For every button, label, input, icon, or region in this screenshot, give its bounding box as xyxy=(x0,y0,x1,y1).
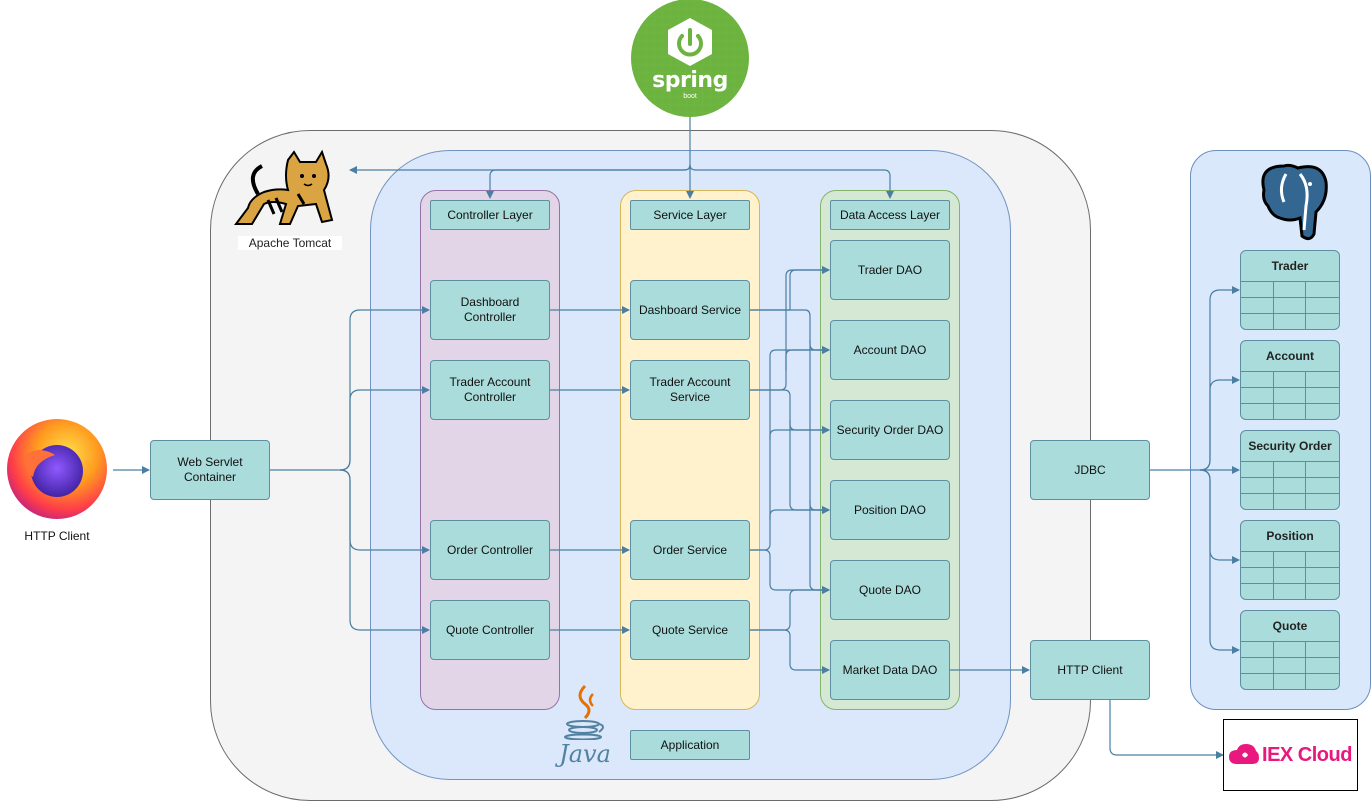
jdbc-node: JDBC xyxy=(1030,440,1150,500)
http-client-node: HTTP Client xyxy=(1030,640,1150,700)
position-dao: Position DAO xyxy=(830,480,950,540)
tomcat-cat-icon xyxy=(234,149,334,225)
order-service: Order Service xyxy=(630,520,750,580)
application-label: Application xyxy=(630,730,750,760)
tomcat-caption: Apache Tomcat xyxy=(238,236,342,250)
table-title: Trader xyxy=(1241,251,1339,282)
controller-layer-header: Controller Layer xyxy=(430,200,550,230)
java-caption: Java xyxy=(559,740,611,768)
firefox-icon xyxy=(7,419,107,519)
trader-account-service: Trader Account Service xyxy=(630,360,750,420)
table-quote: Quote xyxy=(1240,610,1340,690)
table-account: Account xyxy=(1240,340,1340,420)
table-title: Account xyxy=(1241,341,1339,372)
spring-sub: boot xyxy=(683,93,697,100)
postgresql-elephant-icon xyxy=(1261,163,1328,241)
web-servlet-container: Web Servlet Container xyxy=(150,440,270,500)
spring-boot-logo: spring boot xyxy=(630,0,750,118)
table-title: Position xyxy=(1241,521,1339,552)
browser-client: HTTP Client xyxy=(5,415,109,545)
table-trader: Trader xyxy=(1240,250,1340,330)
market-data-dao: Market Data DAO xyxy=(830,640,950,700)
dao-layer-header: Data Access Layer xyxy=(830,200,950,230)
order-controller: Order Controller xyxy=(430,520,550,580)
java-logo: Java xyxy=(555,682,615,772)
tomcat-logo: Apache Tomcat xyxy=(228,149,348,250)
iex-cloud-icon xyxy=(1229,744,1260,764)
quote-dao: Quote DAO xyxy=(830,560,950,620)
trader-dao: Trader DAO xyxy=(830,240,950,300)
iex-cloud-logo: IEX Cloud xyxy=(1223,719,1358,791)
security-order-dao: Security Order DAO xyxy=(830,400,950,460)
trader-account-controller: Trader Account Controller xyxy=(430,360,550,420)
account-dao: Account DAO xyxy=(830,320,950,380)
quote-controller: Quote Controller xyxy=(430,600,550,660)
spring-wordmark: spring xyxy=(652,68,728,93)
table-security-order: Security Order xyxy=(1240,430,1340,510)
dashboard-service: Dashboard Service xyxy=(630,280,750,340)
table-title: Quote xyxy=(1241,611,1339,642)
table-title: Security Order xyxy=(1241,431,1339,462)
client-label: HTTP Client xyxy=(24,529,90,543)
quote-service: Quote Service xyxy=(630,600,750,660)
service-layer-header: Service Layer xyxy=(630,200,750,230)
dashboard-controller: Dashboard Controller xyxy=(430,280,550,340)
table-position: Position xyxy=(1240,520,1340,600)
java-cup-icon xyxy=(564,684,604,741)
postgresql-logo xyxy=(1250,160,1330,242)
iex-cloud-wordmark: IEX Cloud xyxy=(1262,743,1352,766)
spring-badge-icon xyxy=(631,0,749,117)
